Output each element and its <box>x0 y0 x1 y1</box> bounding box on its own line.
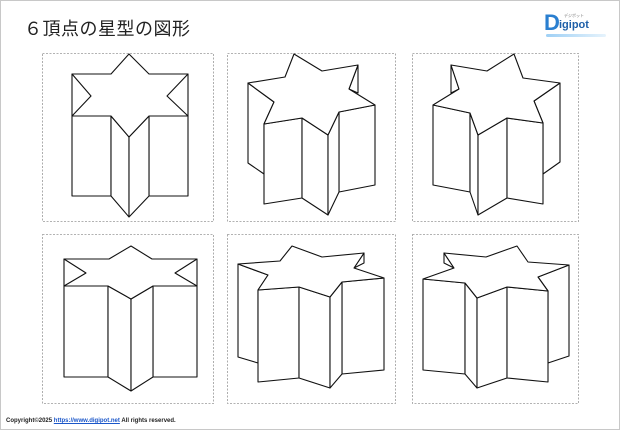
logo-kana: デジポット <box>564 13 584 18</box>
digipot-logo[interactable]: D デジポット igipot <box>544 10 610 37</box>
footer-copyright: Copyright©2025 https://www.digipot.net A… <box>6 418 176 424</box>
logo-swoosh <box>546 34 606 37</box>
star-prism-figure-2[interactable] <box>247 53 376 216</box>
rights-text: All rights reserved. <box>121 418 176 424</box>
panel-3-border <box>412 53 579 222</box>
panel-6-border <box>412 234 579 404</box>
digipot-link[interactable]: https://www.digipot.net <box>53 418 120 424</box>
panel-1-border <box>42 53 214 222</box>
star-prism-figure-1[interactable] <box>71 53 189 218</box>
star-prism-figure-6[interactable] <box>422 245 570 389</box>
panel-4-border <box>42 234 214 404</box>
page-title: ６頂点の星型の図形 <box>24 19 191 40</box>
copyright-text: Copyright©2025 <box>6 418 53 424</box>
star-prism-figure-3[interactable] <box>432 53 561 216</box>
star-prism-figure-4[interactable] <box>63 245 198 392</box>
logo-initial: D <box>544 10 560 35</box>
panel-5-border <box>227 234 396 404</box>
panel-borders <box>42 53 579 404</box>
panel-2-border <box>227 53 396 222</box>
logo-text: igipot <box>559 19 589 31</box>
star-prism-figure-5[interactable] <box>237 245 385 389</box>
